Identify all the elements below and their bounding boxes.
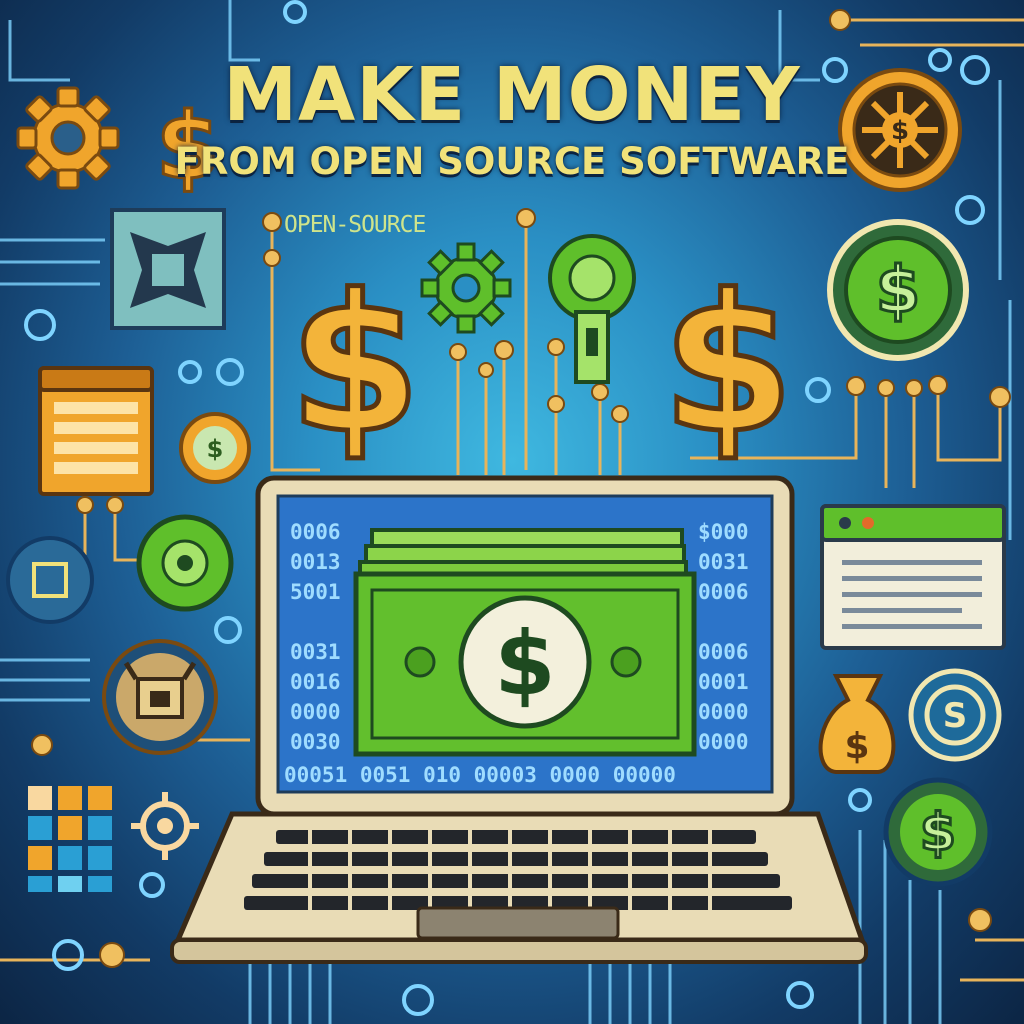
circuit-node xyxy=(478,362,494,378)
open-source-label: OPEN-SOURCE xyxy=(284,212,426,238)
circuit-node xyxy=(786,981,814,1009)
circuit-node xyxy=(31,734,53,756)
circuit-node xyxy=(283,0,307,24)
circuit-node xyxy=(216,358,244,386)
money-bag-icon: $ xyxy=(818,674,896,774)
circuit-node xyxy=(178,360,202,384)
screen-code-bottom: 00051 0051 010 00003 0000 00000 xyxy=(284,763,676,787)
circuit-node xyxy=(214,616,242,644)
circuit-node xyxy=(547,395,565,413)
circuit-node xyxy=(516,208,536,228)
dollar-icon: $ xyxy=(662,254,794,475)
circuit-node xyxy=(848,788,872,812)
circuit-node xyxy=(24,309,56,341)
window-icon xyxy=(820,504,1006,650)
circuit-node xyxy=(989,386,1011,408)
circuit-trace xyxy=(113,505,140,562)
screen-code-right: $000 0031 0006 0006 0001 0000 0000 xyxy=(698,520,749,754)
svg-text:$: $ xyxy=(876,254,921,328)
dollar-icon: $ xyxy=(156,93,220,200)
headline: MAKE MONEY xyxy=(223,52,801,138)
circuit-trace xyxy=(778,10,820,82)
grid-icon xyxy=(28,786,112,892)
circuit-node xyxy=(611,405,629,423)
window-icon xyxy=(38,366,154,496)
circuit-node xyxy=(955,195,985,225)
circuit-trace xyxy=(936,386,1002,462)
circuit-node xyxy=(262,212,282,232)
circuit-node xyxy=(52,939,84,971)
circuit-node xyxy=(547,338,565,356)
svg-text:$: $ xyxy=(207,435,224,463)
circuit-node xyxy=(449,343,467,361)
circuit-node xyxy=(822,57,848,83)
gear-icon xyxy=(16,86,120,190)
circuit-node xyxy=(846,376,866,396)
circuit-node xyxy=(494,340,514,360)
circuit-node xyxy=(805,377,831,403)
circuit-node xyxy=(928,48,952,72)
circuit-trace xyxy=(228,0,260,62)
circuit-trace xyxy=(690,388,858,460)
coin-icon: $ xyxy=(838,68,962,192)
circuit-trace xyxy=(8,20,70,82)
cash-icon: $ xyxy=(353,528,697,757)
circuit-node xyxy=(968,908,992,932)
subheadline: FROM OPEN SOURCE SOFTWARE xyxy=(174,140,850,183)
gear-icon xyxy=(131,792,199,860)
svg-text:$: $ xyxy=(494,612,555,715)
circuit-node xyxy=(960,55,990,85)
dollar-icon: $ xyxy=(289,254,421,475)
robot-icon xyxy=(102,639,218,755)
circuit-trace xyxy=(270,225,320,472)
circuit-node xyxy=(928,375,948,395)
svg-text:S: S xyxy=(943,696,968,736)
trackpad xyxy=(416,906,620,940)
coin-icon: $ xyxy=(179,412,251,484)
circuit-node xyxy=(139,872,165,898)
svg-text:$: $ xyxy=(891,116,909,146)
location-coin-icon xyxy=(136,514,234,612)
circuit-node xyxy=(99,942,125,968)
gear-icon xyxy=(420,242,512,334)
frame-icon xyxy=(110,208,226,330)
chip-icon xyxy=(6,536,94,624)
screen-code-left: 0006 0013 5001 0031 0016 0000 0030 xyxy=(290,520,341,754)
circuit-node xyxy=(829,9,851,31)
coin-icon: S xyxy=(908,668,1002,762)
circuit-node xyxy=(402,984,434,1016)
bulb-icon xyxy=(548,234,636,384)
circuit-node xyxy=(106,496,124,514)
circuit-node xyxy=(877,379,895,397)
circuit-node xyxy=(76,496,94,514)
circuit-node xyxy=(263,249,281,267)
coin-icon: $ xyxy=(883,777,993,887)
svg-text:$: $ xyxy=(920,803,956,863)
coin-icon: $ xyxy=(827,219,969,361)
svg-text:$: $ xyxy=(844,726,869,767)
circuit-node xyxy=(905,379,923,397)
